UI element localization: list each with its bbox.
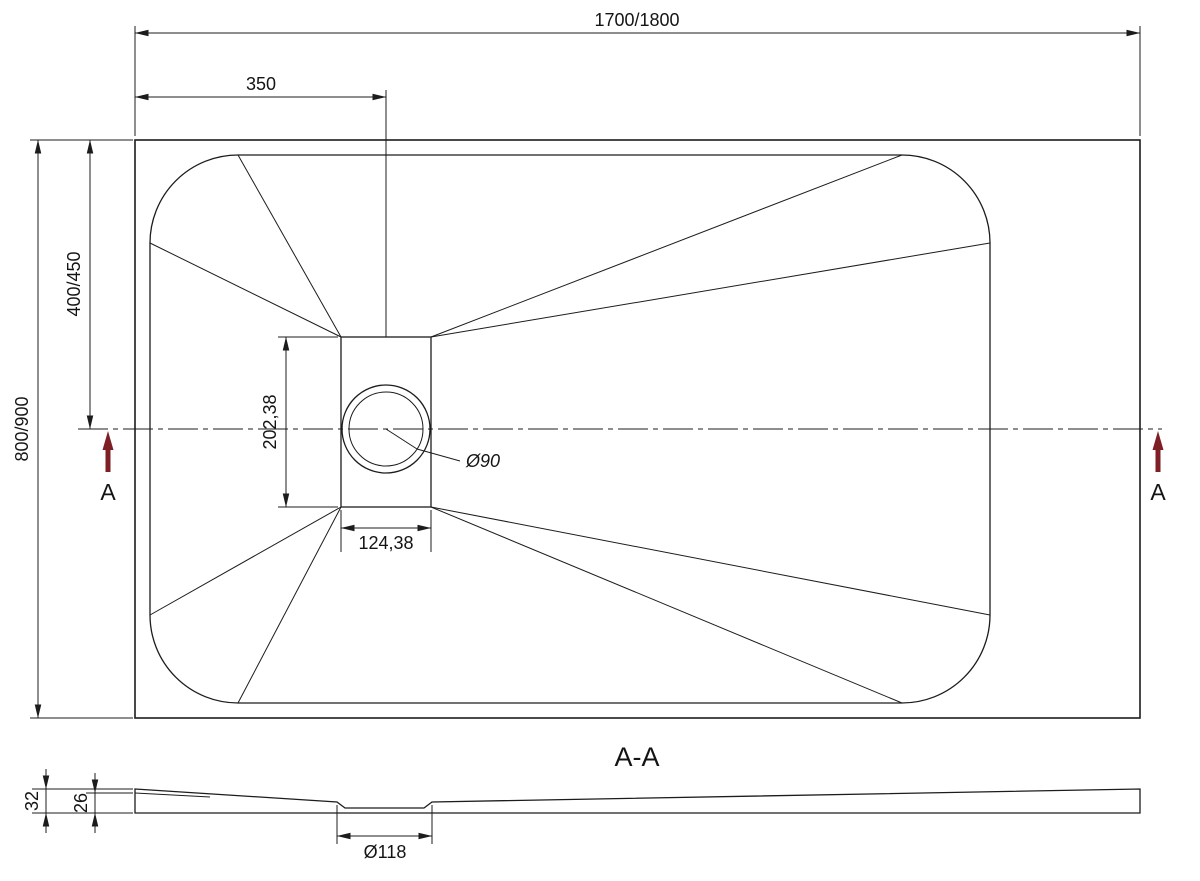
dim-inner-height: 26: [71, 773, 133, 833]
fold-line: [149, 506, 342, 616]
fold-line: [149, 242, 342, 338]
section-letter: A: [1150, 479, 1166, 505]
slope-fold-lines: [149, 154, 991, 704]
section-marker-left: A: [100, 431, 116, 505]
fold-line: [430, 154, 903, 338]
section-marker-right: A: [1150, 431, 1166, 505]
fold-line: [237, 154, 342, 338]
dim-overall-depth: 800/900: [12, 139, 133, 719]
dim-label: Ø90: [465, 451, 500, 471]
dim-label: 124,38: [358, 533, 413, 553]
dim-drain-diameter: Ø90: [416, 448, 500, 471]
fold-line: [430, 242, 991, 338]
dim-label: Ø118: [364, 842, 407, 862]
section-arrow-head: [102, 431, 114, 450]
dim-label: 26: [71, 793, 91, 813]
leader-line: [416, 448, 461, 462]
section-arrow-head: [1152, 431, 1164, 450]
dim-label: 350: [246, 74, 276, 94]
dim-label: 202,38: [260, 394, 280, 449]
fold-line: [430, 506, 991, 616]
drain-flange-outline: [340, 336, 432, 508]
dim-drain-box-height: 202,38: [260, 336, 338, 508]
drain: [340, 336, 432, 508]
fold-line: [237, 506, 342, 704]
dim-drain-box-width: 124,38: [340, 510, 432, 553]
section-view: A-A 32 26 Ø118: [22, 742, 1141, 862]
top-view: 1700/1800 350 800/900 400/450 202,38: [12, 10, 1166, 719]
section-letter: A: [100, 479, 116, 505]
drain-radius-line: [385, 428, 418, 450]
section-inner-surface-line: [134, 792, 211, 798]
dim-section-drain-diameter: Ø118: [336, 805, 433, 862]
dim-drain-offset: 350: [134, 74, 387, 101]
section-profile: [134, 788, 1141, 814]
section-cut-markers: A A: [100, 431, 1166, 505]
dim-label: 400/450: [64, 251, 84, 316]
dim-label: 800/900: [12, 396, 32, 461]
dim-label: 32: [22, 791, 42, 811]
fold-line: [430, 506, 903, 704]
dim-overall-width: 1700/1800: [134, 10, 1141, 136]
dim-total-height: 32: [22, 769, 133, 833]
dim-label: 1700/1800: [594, 10, 679, 30]
section-view-title: A-A: [614, 742, 659, 772]
dim-half-depth: 400/450: [64, 139, 94, 430]
